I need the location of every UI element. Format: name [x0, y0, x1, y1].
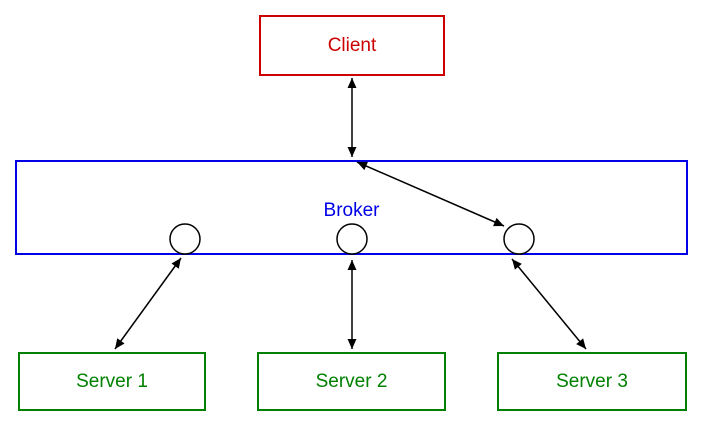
node-broker: Broker [15, 160, 688, 255]
arrow-port-1-server-1 [114, 257, 182, 350]
node-server-2: Server 2 [257, 352, 446, 411]
node-client-label: Client [327, 34, 377, 56]
node-server-3-label: Server 3 [556, 370, 628, 392]
node-client: Client [259, 15, 445, 76]
node-server-1-label: Server 1 [76, 370, 148, 392]
node-server-3: Server 3 [497, 352, 687, 411]
node-server-1: Server 1 [18, 352, 206, 411]
node-broker-label: Broker [323, 200, 380, 221]
node-server-2-label: Server 2 [315, 370, 388, 392]
arrow-port-3-server-3 [511, 258, 587, 350]
